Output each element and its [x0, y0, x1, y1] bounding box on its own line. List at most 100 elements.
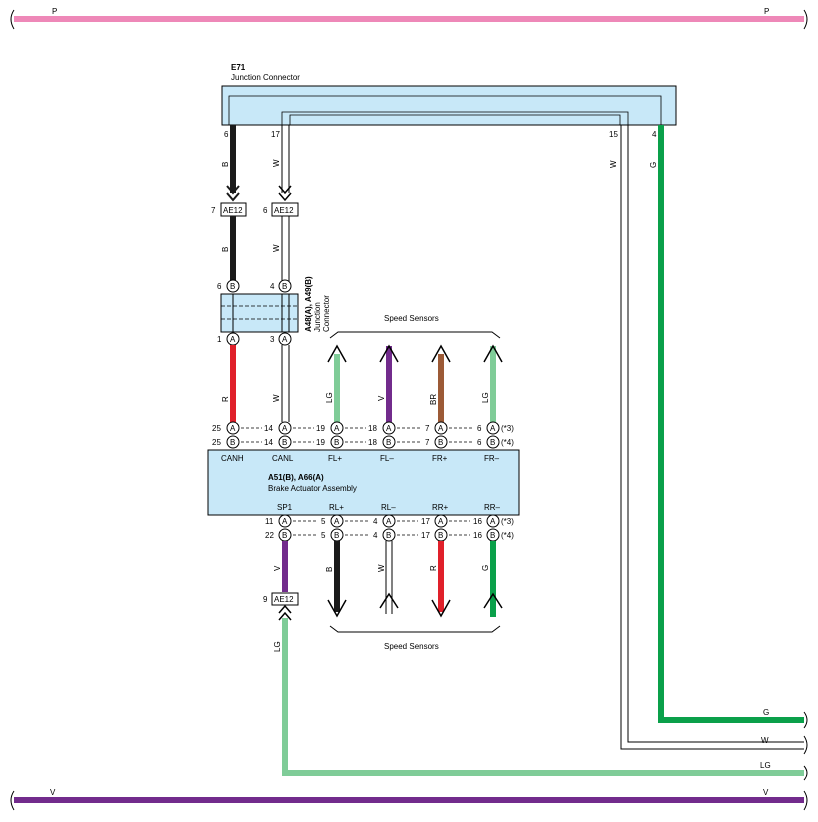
e71-code: E71 — [231, 63, 246, 72]
ae12-top-left-code: AE12 — [223, 206, 243, 215]
top-a-letter-canh: A — [230, 424, 236, 433]
top-b-letter-canh: B — [230, 438, 235, 447]
wire-label-b-mid: B — [221, 247, 230, 252]
wire-w-a48-to-brake: W — [272, 345, 290, 422]
top-rail-p: P P — [10, 7, 808, 30]
e71-name: Junction Connector — [231, 73, 300, 82]
top-a-pin-fl-minus: 18 — [368, 424, 377, 433]
ae12-top-left-pin: 7 — [211, 206, 216, 215]
top-a-pin-fr-minus: 6 — [477, 424, 482, 433]
top-rail-left-label: P — [52, 7, 57, 16]
wire-label-w-lower: W — [272, 394, 281, 402]
top-b-note: (*4) — [501, 438, 514, 447]
rail-label-w: W — [761, 736, 769, 745]
brake-bottom-pins: 11 A 5 A 4 A 17 A 16 A (*3) 22 B 5 B 4 B… — [265, 514, 514, 542]
wire-label-lg-vertical: LG — [273, 641, 282, 652]
ae12-bottom-connector: AE12 9 — [263, 592, 299, 621]
top-b-pin-fr-minus: 6 — [477, 438, 482, 447]
rail-label-lg: LG — [760, 761, 771, 770]
top-b-pin-canl: 14 — [264, 438, 273, 447]
bottom-a-pin-rr-plus: 17 — [421, 517, 430, 526]
bottom-a-pin-rl-minus: 4 — [373, 517, 378, 526]
top-b-letter-fr-minus: B — [490, 438, 495, 447]
e71-pin-17: 17 — [271, 130, 280, 139]
a48-top-pin-left: 6 — [217, 282, 222, 291]
a48-bottom-pin-left: 1 — [217, 335, 222, 344]
wire-label-w-mid: W — [272, 244, 281, 252]
top-rail-right-label: P — [764, 7, 769, 16]
sensor-wire-rr-minus: G — [481, 541, 503, 617]
bottom-b-pin-sp1: 22 — [265, 531, 274, 540]
bottom-a-letter-rl-minus: A — [386, 517, 392, 526]
wire-b-ae12-to-a48: B — [221, 216, 236, 281]
signal-rr-minus: RR– — [484, 503, 501, 512]
bottom-a-pin-rr-minus: 16 — [473, 517, 482, 526]
bottom-a-note: (*3) — [501, 517, 514, 526]
wire-b-e71-to-ae12: B — [221, 125, 240, 202]
brake-top-pins: 25 A 14 A 19 A 18 A 7 A 6 A (*3) 25 B 14… — [212, 421, 514, 449]
wire-label-rr-plus: R — [429, 565, 438, 571]
bottom-b-letter-rr-minus: B — [490, 531, 495, 540]
top-a-letter-fr-plus: A — [438, 424, 444, 433]
ae12-bottom-code: AE12 — [274, 595, 294, 604]
e71-pin-6: 6 — [224, 130, 229, 139]
top-a-letter-fl-minus: A — [386, 424, 392, 433]
brake-code: A51(B), A66(A) — [268, 473, 324, 482]
a48-top-letter-right: B — [282, 282, 287, 291]
wire-label-fl-plus: LG — [325, 392, 334, 403]
bottom-b-pin-rr-plus: 17 — [421, 531, 430, 540]
signal-sp1: SP1 — [277, 503, 293, 512]
sensor-wire-fr-minus: LG — [481, 344, 503, 422]
signal-fl-minus: FL– — [380, 454, 394, 463]
e71-pin-4: 4 — [652, 130, 657, 139]
top-a-letter-fr-minus: A — [490, 424, 496, 433]
bottom-b-pin-rr-minus: 16 — [473, 531, 482, 540]
signal-canl: CANL — [272, 454, 294, 463]
bottom-a-letter-rr-minus: A — [490, 517, 496, 526]
wire-lg-to-rail: LG LG — [273, 618, 808, 781]
top-b-pin-canh: 25 — [212, 438, 221, 447]
top-a-note: (*3) — [501, 424, 514, 433]
brake-actuator-assembly: CANH CANL FL+ FL– FR+ FR– A51(B), A66(A)… — [207, 449, 520, 516]
bottom-b-letter-rr-plus: B — [438, 531, 443, 540]
top-b-pin-fl-plus: 19 — [316, 438, 325, 447]
bottom-rail-left-label: V — [50, 788, 56, 797]
signal-fr-minus: FR– — [484, 454, 500, 463]
sensor-wire-rl-plus: B — [325, 541, 347, 618]
wire-w-ae12-to-a48: W — [272, 216, 290, 281]
top-b-pin-fr-plus: 7 — [425, 438, 430, 447]
top-b-letter-fl-plus: B — [334, 438, 339, 447]
a48-code: A48(A), A49(B) — [304, 276, 313, 332]
signal-fr-plus: FR+ — [432, 454, 448, 463]
bottom-b-pin-rl-minus: 4 — [373, 531, 378, 540]
wire-label-rl-plus: B — [325, 567, 334, 572]
wire-g-e71-right: G G — [649, 125, 808, 729]
a48-bottom-letter-right: A — [282, 335, 288, 344]
sensor-wire-fr-plus: BR — [429, 344, 451, 422]
a48-top-letter-left: B — [230, 282, 235, 291]
top-a-pin-canh: 25 — [212, 424, 221, 433]
signal-rl-plus: RL+ — [329, 503, 344, 512]
bottom-rail-right-label: V — [763, 788, 769, 797]
speed-sensors-top-bracket: Speed Sensors — [329, 314, 501, 339]
ae12-top-right: AE12 6 — [263, 202, 299, 217]
e71-pin-15: 15 — [609, 130, 618, 139]
wire-r-a48-to-brake: R — [221, 345, 236, 422]
top-b-pin-fl-minus: 18 — [368, 438, 377, 447]
top-a-pin-fl-plus: 19 — [316, 424, 325, 433]
sensor-wire-rl-minus: W — [377, 541, 399, 614]
a48-name-1: Junction — [313, 302, 322, 332]
wire-label-b-upper: B — [221, 162, 230, 167]
signal-rl-minus: RL– — [381, 503, 396, 512]
wire-label-sp1-v: V — [273, 565, 282, 571]
bottom-b-letter-rl-plus: B — [334, 531, 339, 540]
top-a-letter-fl-plus: A — [334, 424, 340, 433]
top-a-pin-canl: 14 — [264, 424, 273, 433]
bottom-a-pin-sp1: 11 — [265, 517, 274, 526]
wire-label-fr-plus: BR — [429, 394, 438, 405]
top-a-letter-canl: A — [282, 424, 288, 433]
wire-label-r: R — [221, 396, 230, 402]
a48-name-2: Connector — [322, 295, 331, 332]
e71-junction-connector: E71 Junction Connector 6 17 15 4 — [221, 63, 677, 139]
